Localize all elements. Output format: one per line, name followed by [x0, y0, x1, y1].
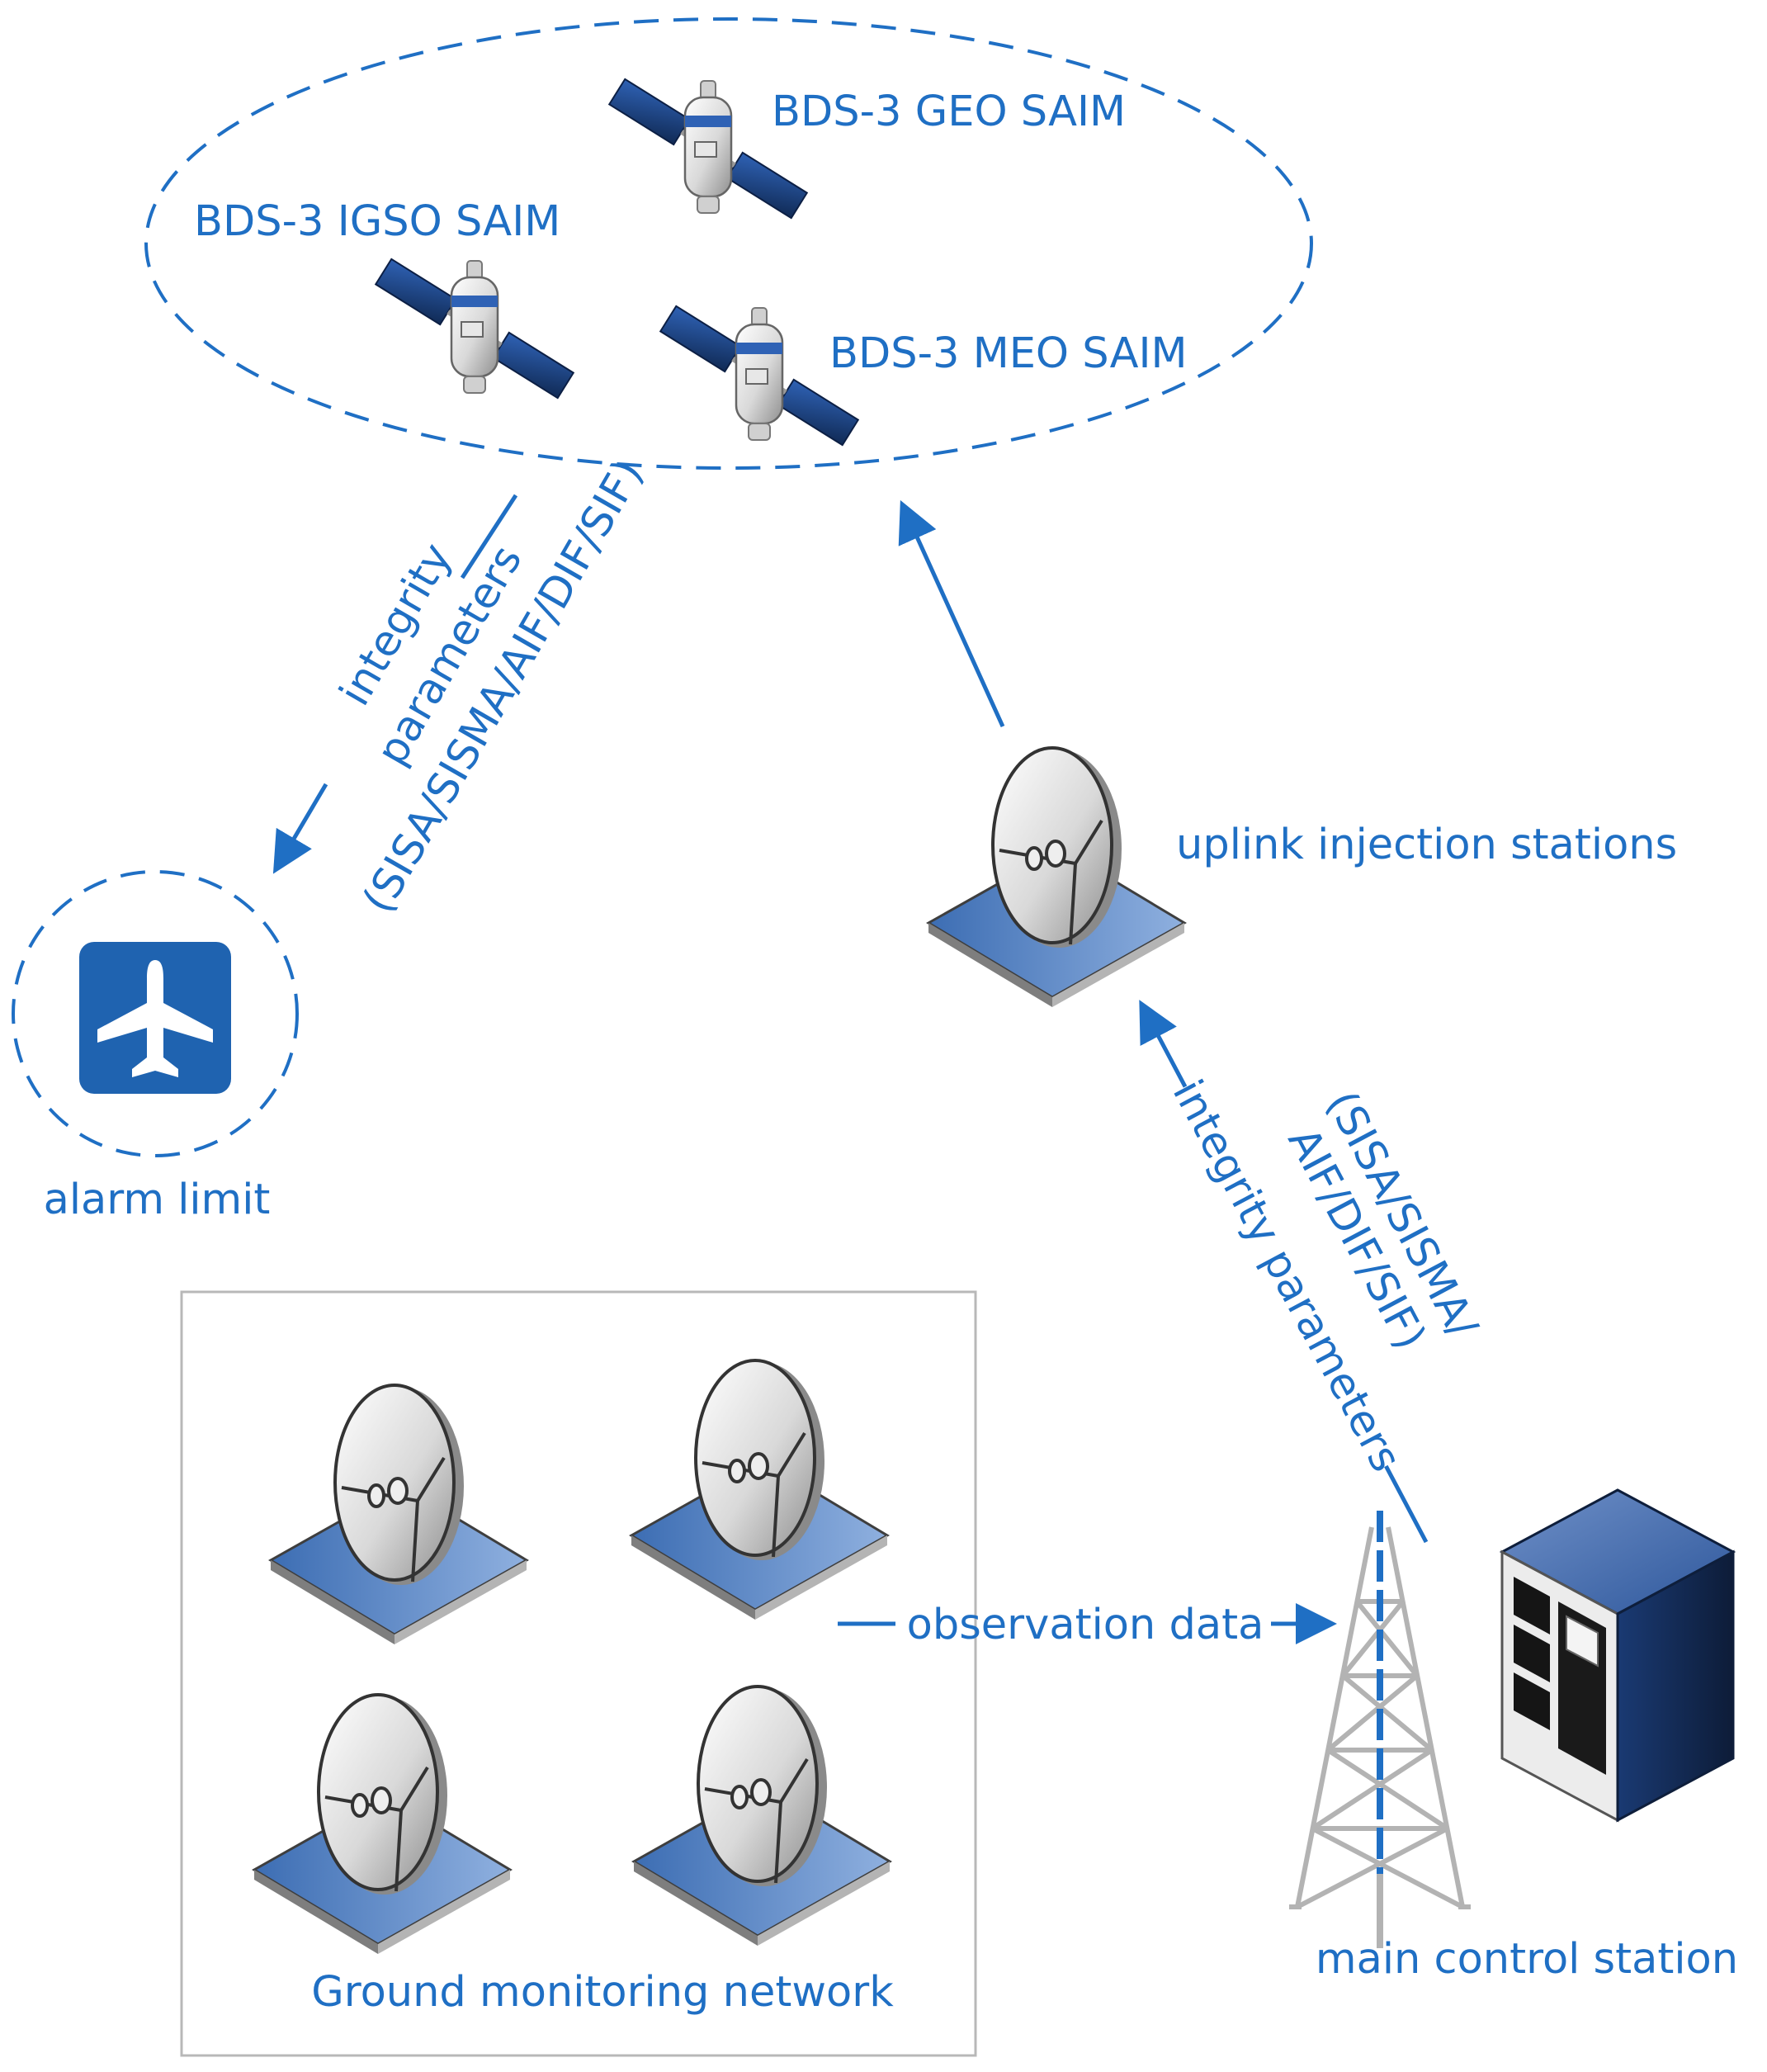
satellite-icon — [660, 306, 858, 445]
ground-network-frame — [180, 1290, 977, 2057]
ground-network-label: Ground monitoring network — [311, 1968, 894, 2017]
alarm-limit-boundary — [12, 870, 299, 1157]
downlink-label: integrity parameters (SISA/SISMA/AIF/DIF… — [331, 452, 654, 921]
server-icon — [1499, 1488, 1736, 1823]
downlink-label-line3: (SISA/SISMA/AIF/DIF/SIF) — [354, 452, 653, 921]
uplink-stations-label: uplink injection stations — [1176, 821, 1677, 869]
label-mask — [1157, 1078, 1403, 1481]
geo-satellite-label: BDS-3 GEO SAIM — [772, 88, 1126, 136]
downlink-arrow-tail — [460, 494, 518, 579]
satellite-constellation-boundary — [144, 17, 1313, 470]
airplane-icon — [79, 942, 231, 1094]
alarm-limit-label: alarm limit — [44, 1176, 271, 1224]
igso-satellite-label: BDS-3 IGSO SAIM — [194, 197, 560, 246]
main-control-station-label: main control station — [1316, 1935, 1738, 1984]
dish-antenna-icon — [269, 1384, 528, 1646]
uplink-arrow — [898, 499, 1005, 728]
dish-antenna-icon — [630, 1359, 889, 1621]
radio-tower-icon — [1289, 1511, 1471, 1948]
satellite-icon — [376, 259, 574, 398]
downlink-arrow — [272, 783, 328, 874]
dish-antenna-icon — [927, 746, 1186, 1009]
dish-antenna-icon — [632, 1685, 891, 1947]
meo-satellite-label: BDS-3 MEO SAIM — [829, 329, 1188, 378]
dish-antenna-icon — [253, 1693, 512, 1956]
observation-data-label: observation data — [907, 1601, 1264, 1649]
control-uplink-label: (SISA/SISMA/ AIF/DIF/SIF) integrity para… — [1157, 1072, 1487, 1481]
